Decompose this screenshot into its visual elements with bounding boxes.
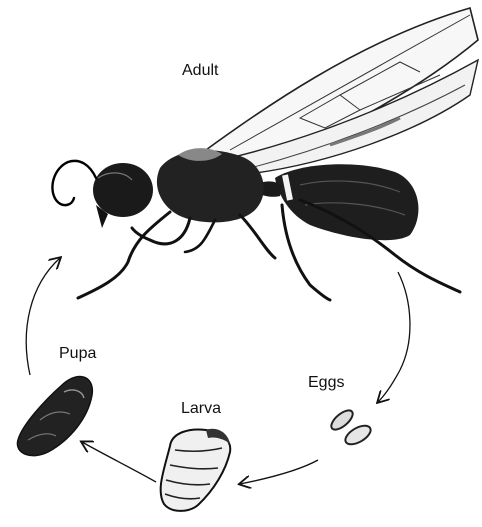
- stage-label-adult: Adult: [182, 62, 218, 80]
- stage-label-eggs: Eggs: [308, 374, 344, 392]
- wasp-adult-icon: [52, 8, 478, 300]
- larva-icon: [161, 429, 231, 511]
- pupa-icon: [17, 377, 92, 456]
- eggs-icon: [328, 407, 373, 448]
- stage-label-pupa: Pupa: [59, 345, 96, 363]
- stage-label-larva: Larva: [181, 400, 221, 418]
